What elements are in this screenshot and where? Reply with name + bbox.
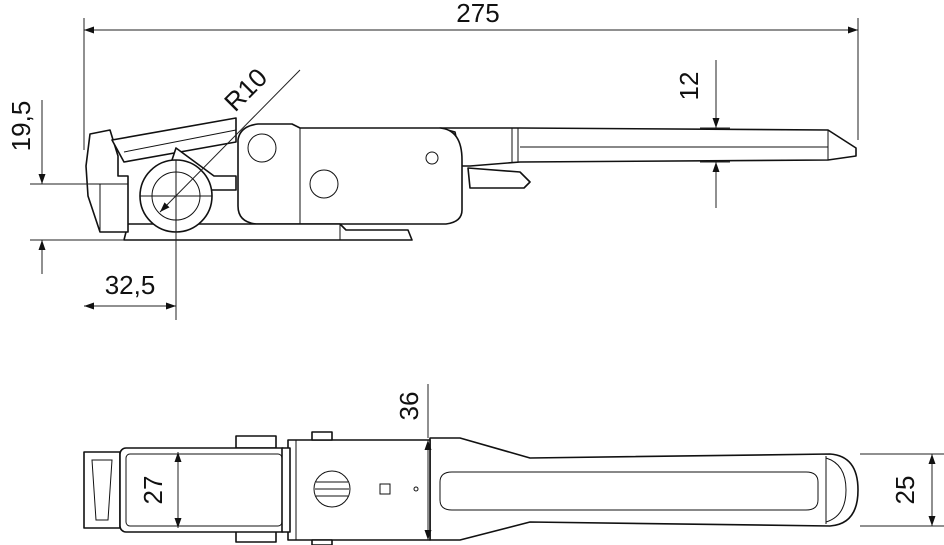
dim-handle-thickness: 12 — [674, 72, 704, 101]
dim-handle-width: 25 — [890, 476, 920, 505]
dimension-labels: 275 R10 12 19,5 32,5 36 27 25 — [6, 0, 920, 504]
plan-view — [83, 431, 859, 545]
dim-hook-offset: 32,5 — [105, 270, 156, 300]
dim-inner-width: 27 — [138, 476, 168, 505]
side-view — [85, 117, 857, 241]
dimension-lines — [30, 18, 944, 540]
dim-overall-length: 275 — [456, 0, 499, 28]
dim-total-height-plan: 36 — [394, 392, 424, 421]
dim-radius: R10 — [218, 62, 273, 117]
dim-hook-height: 19,5 — [6, 101, 36, 152]
